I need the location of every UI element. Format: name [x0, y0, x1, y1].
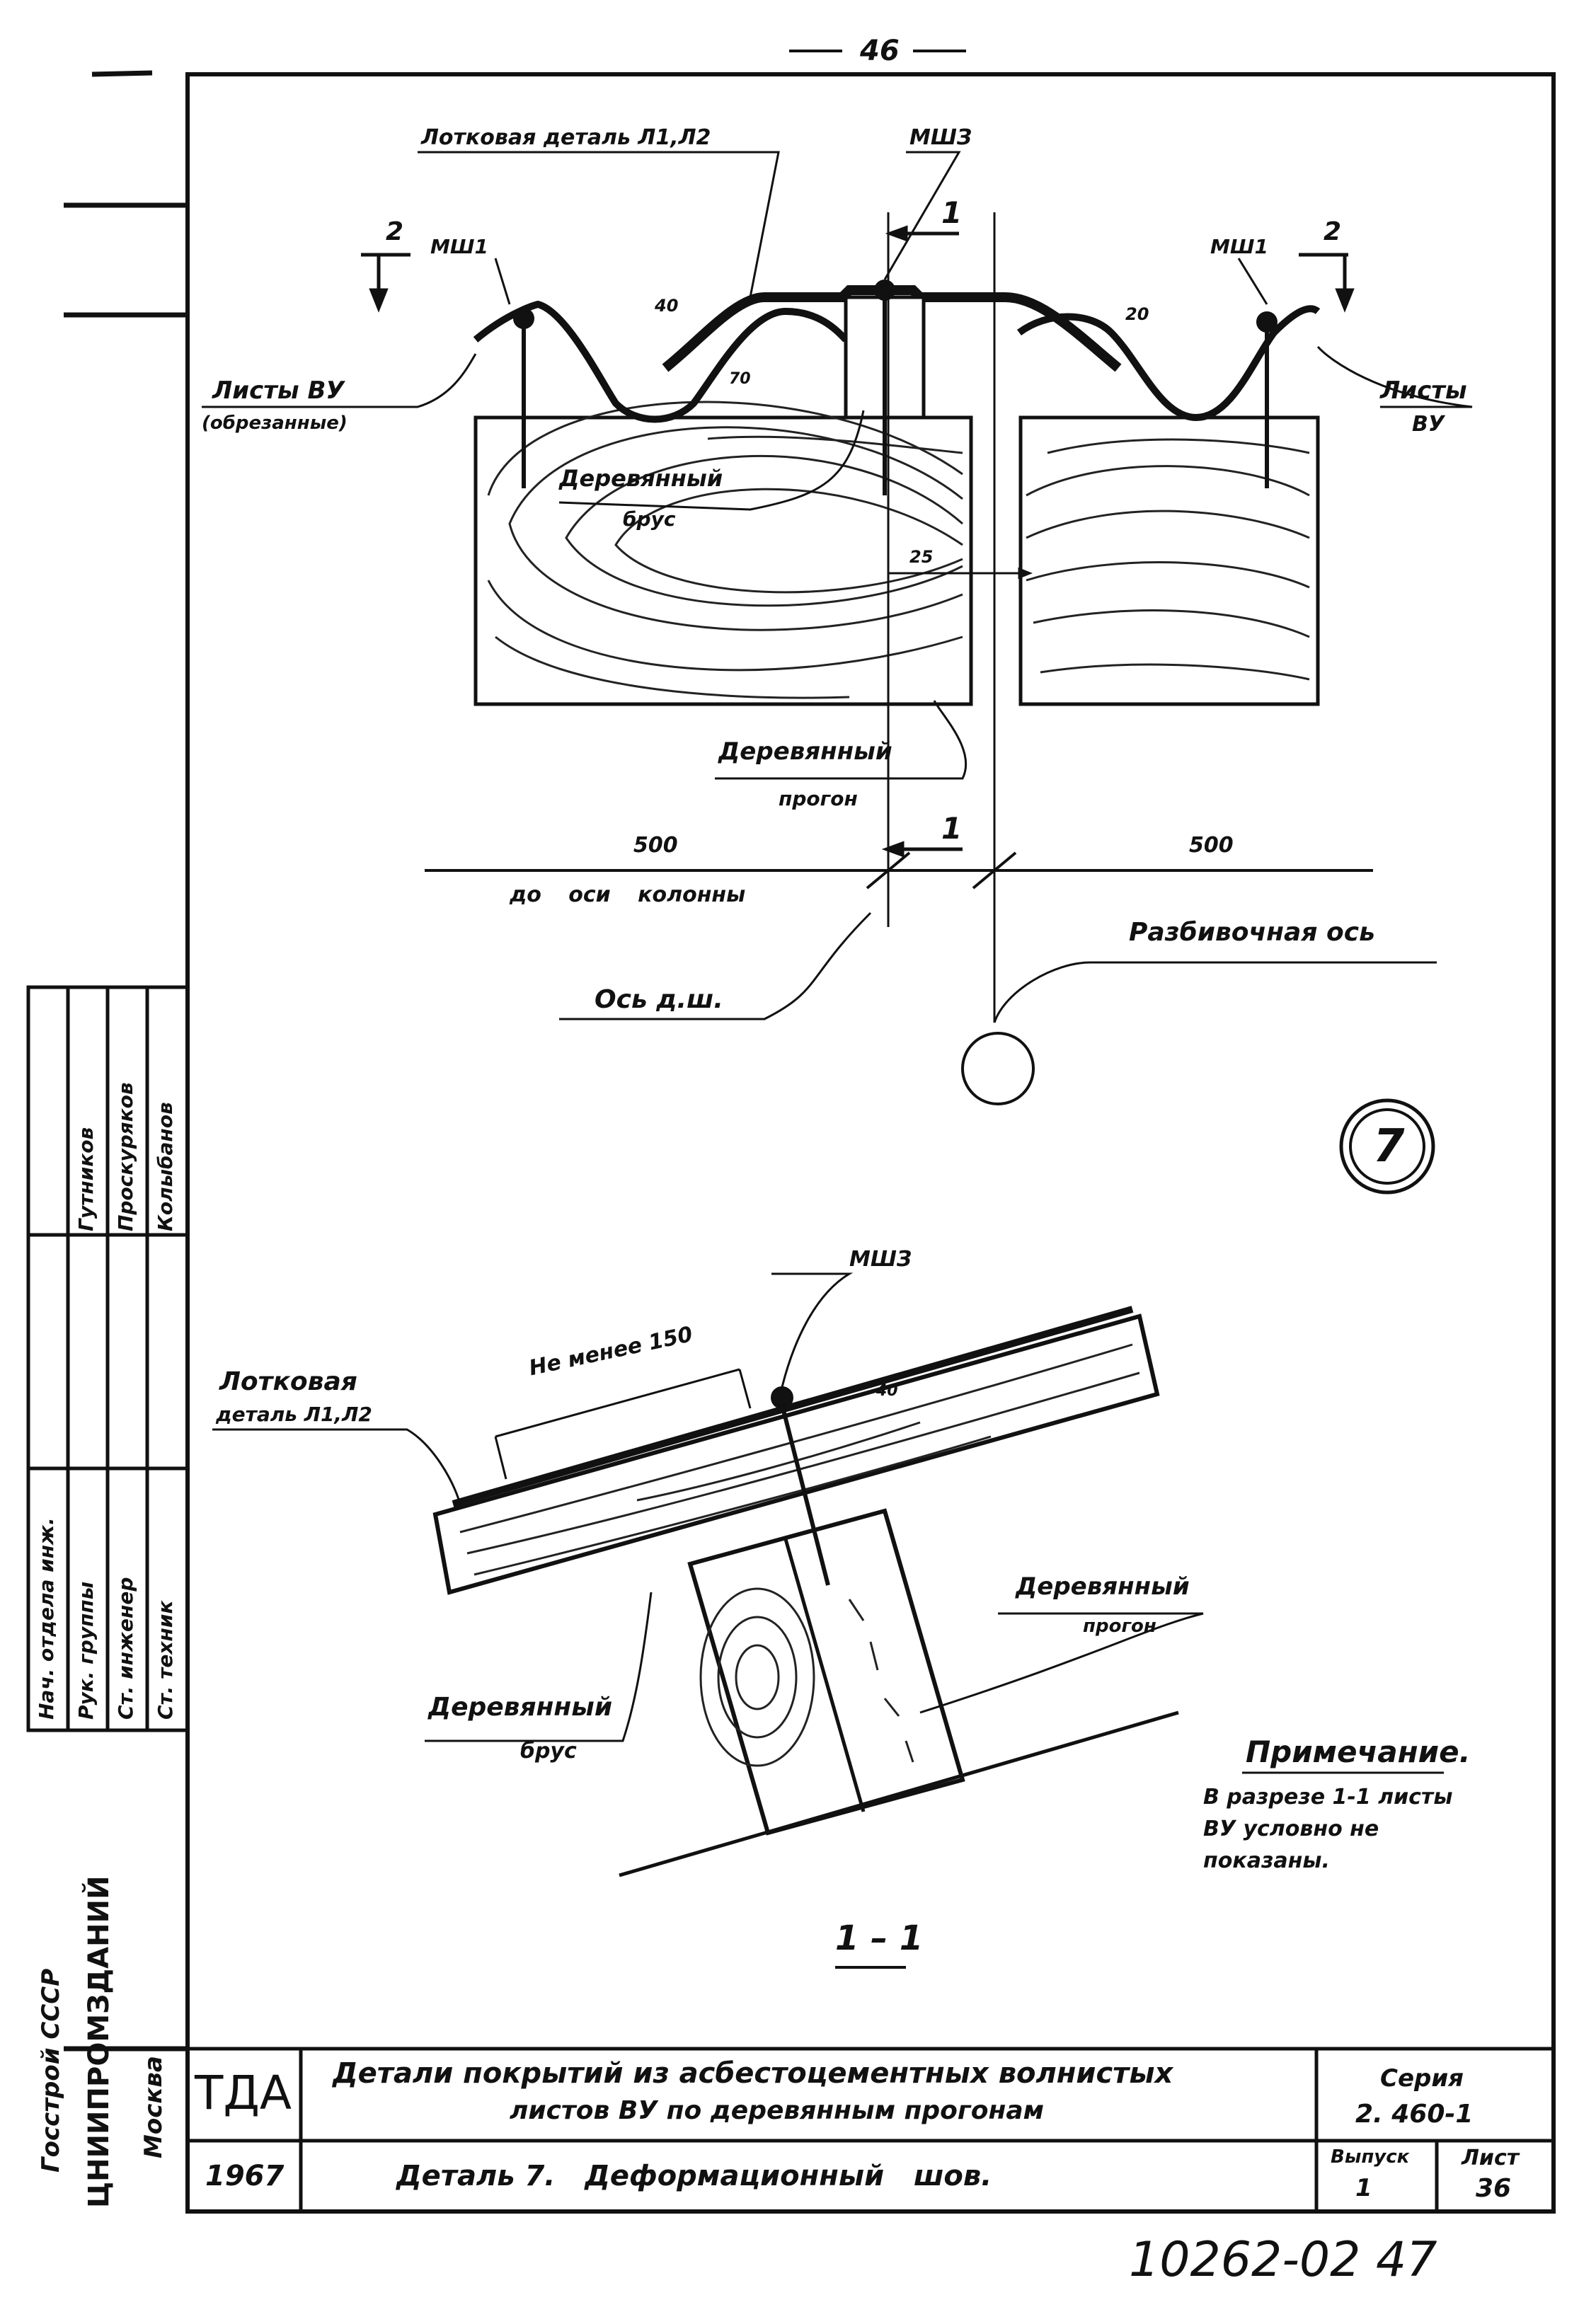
side-org-2: ЦНИИПРОМЗДАНИЙ — [83, 1875, 115, 2208]
sheets-left-label: Листы ВУ — [212, 376, 345, 405]
dim-25-label: 25 — [909, 547, 934, 567]
side-name-2: Проскуряков — [114, 1082, 137, 1231]
dim-500-left: 500 — [633, 833, 678, 858]
archive-number: 10262-02 47 — [1129, 2232, 1437, 2288]
side-role-4: Ст. техник — [154, 1600, 177, 1720]
detail-title: Деталь 7. Деформационный шов. — [396, 2160, 992, 2192]
section-1-top-label: 1 — [941, 195, 963, 230]
series-label: Серия — [1380, 2064, 1464, 2093]
side-org-1: Госстрой СССР — [37, 1968, 65, 2173]
note-line-2: ВУ условно не — [1203, 1817, 1379, 1841]
axis-break-label: Разбивочная ось — [1129, 918, 1375, 947]
title-year: 1967 — [205, 2160, 285, 2192]
beam-label-section-1: Деревянный — [428, 1693, 613, 1722]
beam-label-2: брус — [623, 507, 676, 531]
msh1-right-label: МШ1 — [1210, 235, 1268, 258]
top-detail — [202, 151, 1473, 1195]
purlin-label-1: Деревянный — [718, 737, 892, 766]
dim-20-label: 20 — [1125, 304, 1149, 324]
issue-value: 1 — [1355, 2174, 1372, 2202]
sheet-value: 36 — [1476, 2174, 1512, 2203]
tray-label-2: деталь Л1,Л2 — [216, 1403, 372, 1426]
side-role-1: Нач. отдела инж. — [35, 1517, 58, 1720]
section-1-bottom-label: 1 — [941, 811, 963, 846]
section-2-right-label: 2 — [1324, 217, 1342, 246]
to-axis-label: до оси колонны — [510, 882, 746, 907]
beam-label-section-2: брус — [520, 1739, 577, 1764]
mshz-label-section: МШЗ — [849, 1247, 912, 1272]
dim-40-section: 40 — [876, 1382, 898, 1400]
sheets-left-note: (обрезанные) — [202, 413, 348, 434]
side-stamp-grid — [26, 985, 190, 1732]
side-role-2: Рук. группы — [74, 1581, 98, 1720]
sheets-right-label: Листы — [1380, 376, 1467, 405]
axis-dsh-label: Ось д.ш. — [595, 985, 723, 1014]
note-line-1: В разрезе 1-1 листы — [1203, 1785, 1453, 1810]
beam-label-1: Деревянный — [559, 465, 723, 492]
mshz-label-top: МШЗ — [909, 125, 972, 150]
section-detail — [212, 1272, 1204, 1969]
side-role-3: Ст. инженер — [114, 1577, 137, 1720]
note-title: Примечание. — [1246, 1735, 1471, 1769]
page-number: 46 — [860, 35, 900, 67]
issue-label: Выпуск — [1331, 2146, 1410, 2168]
sheets-right-sub: ВУ — [1412, 412, 1445, 437]
side-name-1: Гутников — [74, 1127, 98, 1231]
dim-500-right: 500 — [1189, 833, 1234, 858]
title-line-1: Детали покрытий из асбестоцементных волн… — [333, 2057, 1173, 2090]
msh1-left-label: МШ1 — [430, 235, 488, 258]
title-logo: ТДА — [195, 2066, 292, 2120]
dim-40-label: 40 — [655, 296, 679, 316]
detail-number: 7 — [1373, 1120, 1405, 1173]
tray-cap-label: Лотковая деталь Л1,Л2 — [421, 125, 711, 150]
section-caption: 1 – 1 — [835, 1919, 924, 1958]
side-city: Москва — [139, 2056, 168, 2158]
purlin-label-section-2: прогон — [1083, 1616, 1156, 1637]
tray-label-1: Лотковая — [219, 1367, 357, 1396]
title-line-2: листов ВУ по деревянным прогонам — [510, 2096, 1045, 2125]
section-2-left-label: 2 — [386, 217, 404, 246]
note-line-3: показаны. — [1203, 1848, 1330, 1873]
purlin-label-2: прогон — [779, 787, 858, 810]
side-name-3: Колыбанов — [154, 1102, 177, 1231]
sheet-label: Лист — [1462, 2146, 1520, 2170]
series-value: 2. 460-1 — [1355, 2100, 1474, 2129]
purlin-label-section-1: Деревянный — [1016, 1572, 1190, 1601]
title-block-grid — [188, 2047, 1554, 2211]
dim-70-label: 70 — [729, 370, 751, 388]
